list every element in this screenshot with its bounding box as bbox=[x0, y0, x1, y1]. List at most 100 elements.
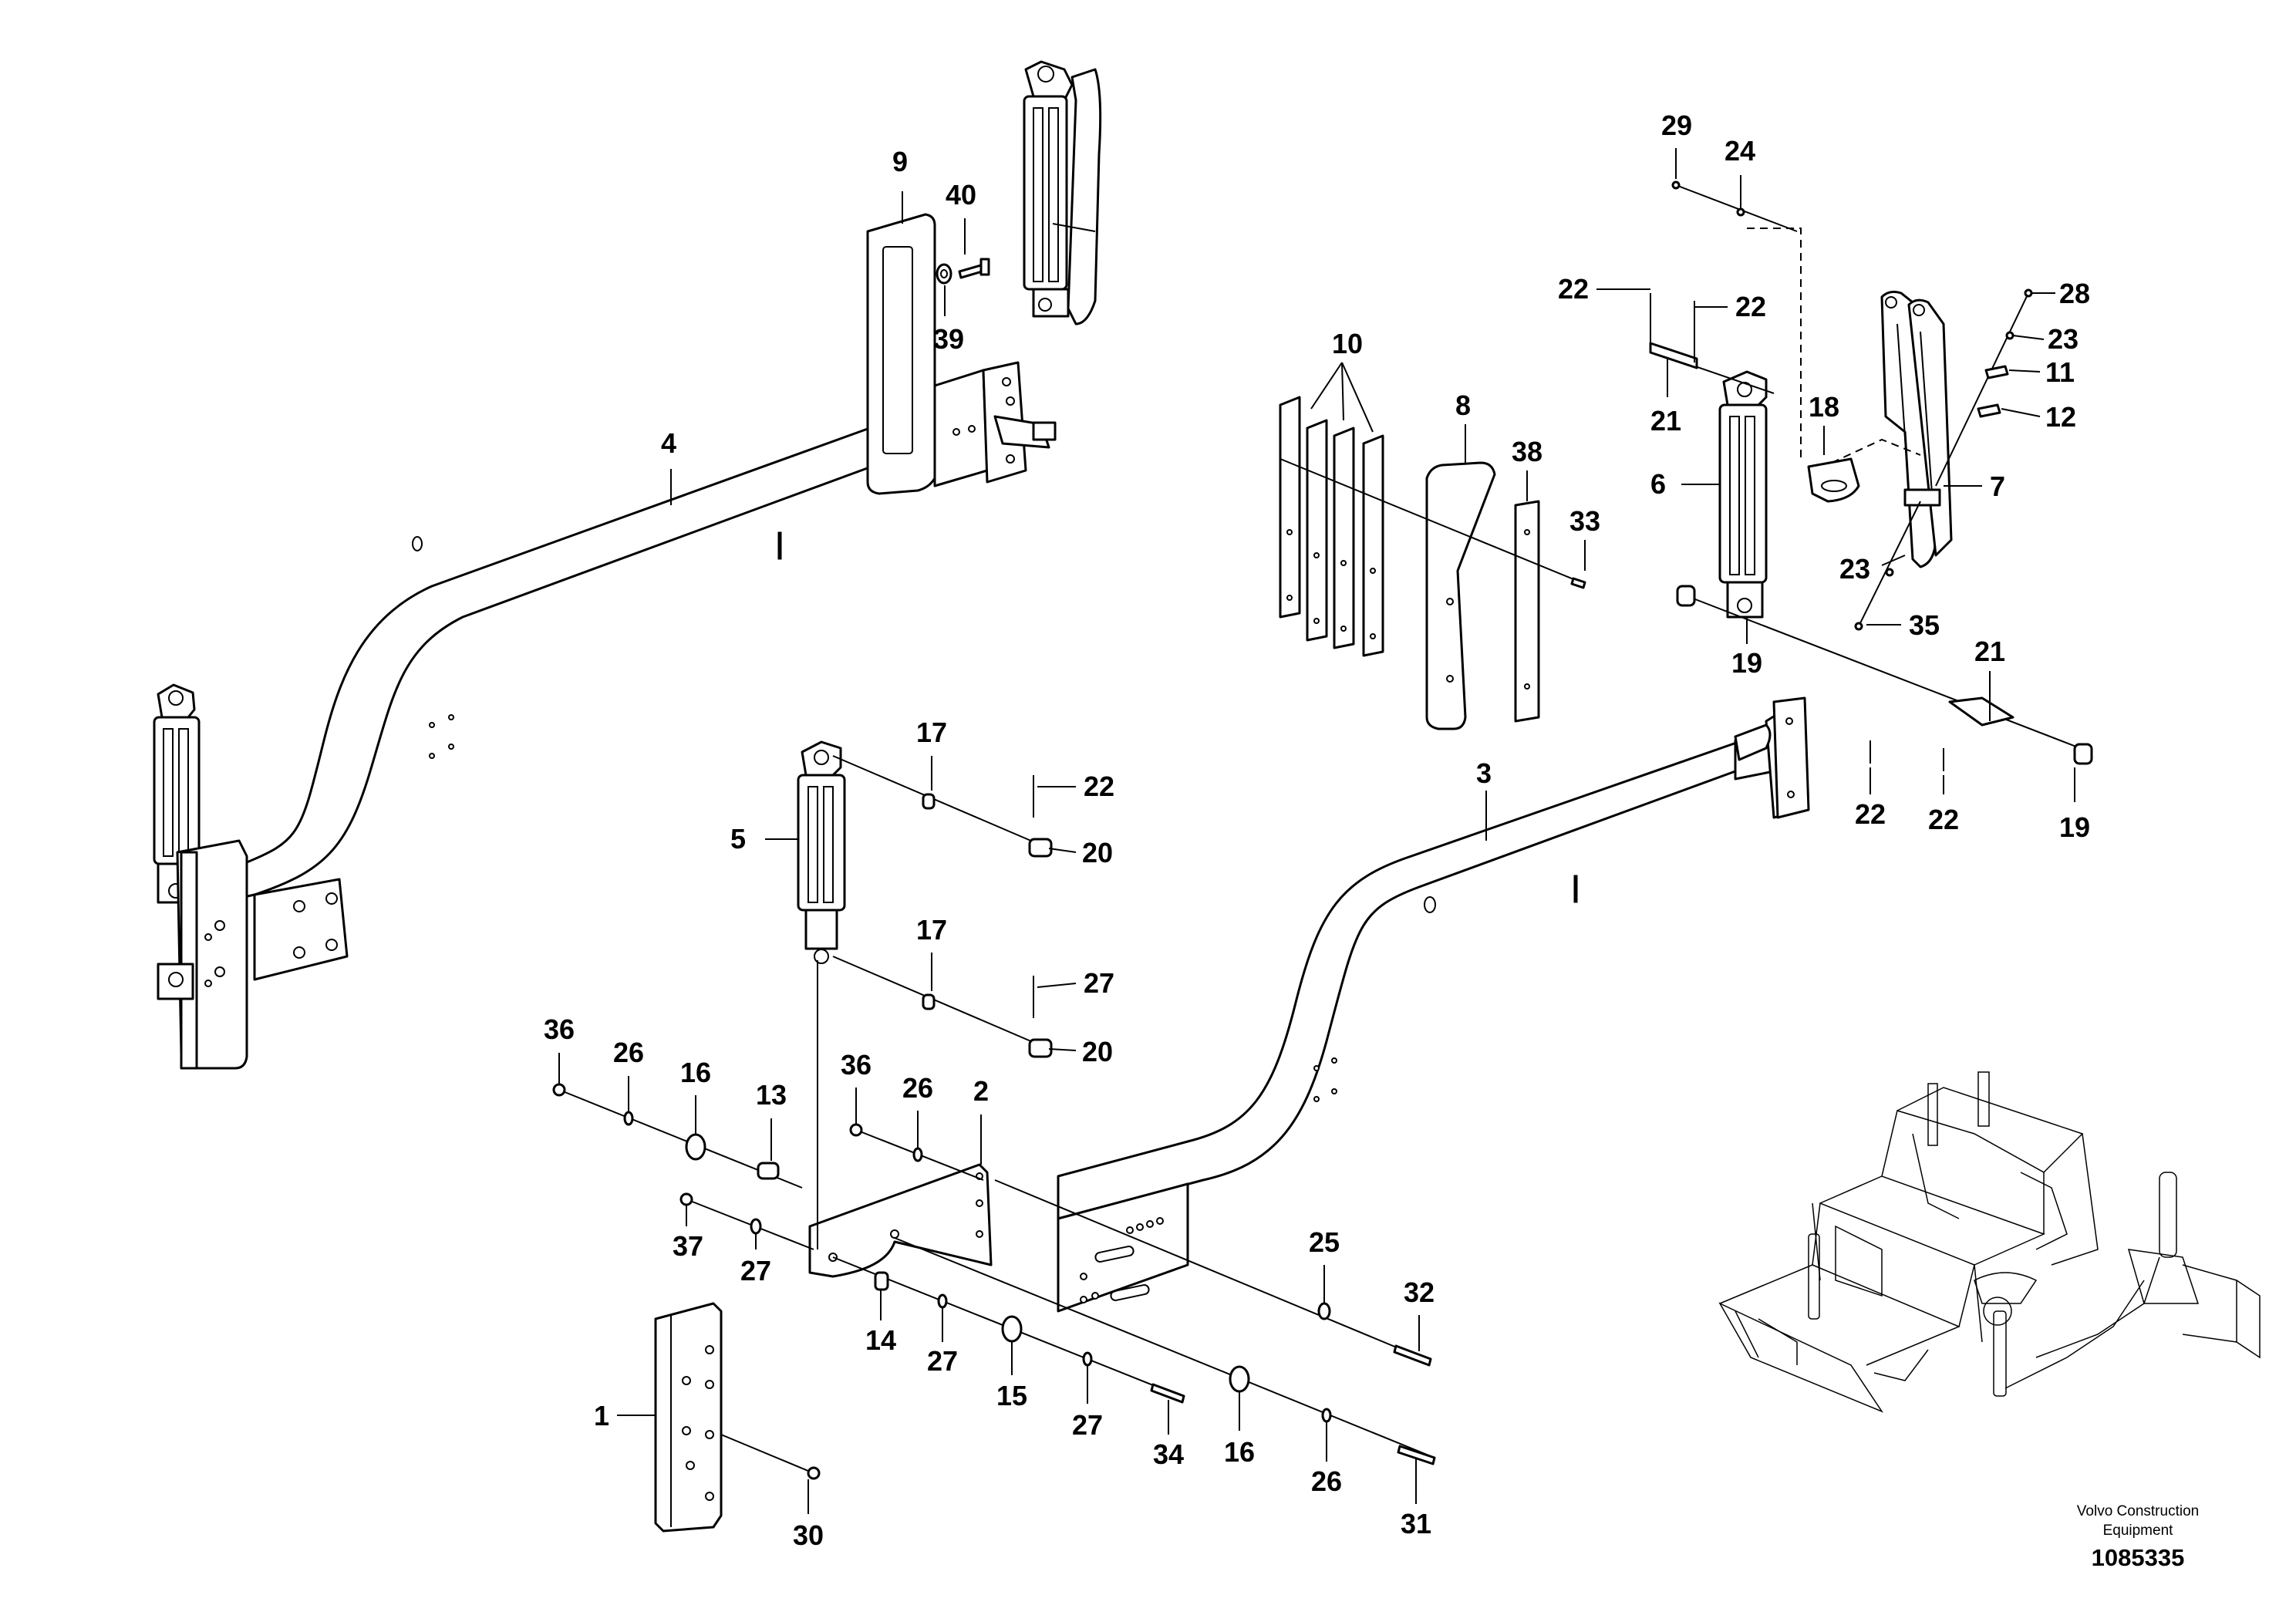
callout-8: 8 bbox=[1455, 389, 1471, 421]
nut-36-a[interactable] bbox=[552, 1083, 566, 1097]
mount-plate-right-end[interactable] bbox=[1734, 696, 1810, 819]
pin-20-lower[interactable] bbox=[1028, 1038, 1053, 1058]
callout-22-bot-right: 22 bbox=[1928, 804, 1959, 835]
callout-17-upper: 17 bbox=[916, 717, 947, 748]
callout-25: 25 bbox=[1309, 1226, 1340, 1258]
bolt-40[interactable] bbox=[958, 258, 990, 279]
callout-22-mid: 22 bbox=[1084, 771, 1114, 802]
bushing-16-a[interactable] bbox=[685, 1133, 706, 1161]
callout-24: 24 bbox=[1725, 135, 1755, 167]
callout-7: 7 bbox=[1990, 470, 2005, 502]
bolt-line-31 bbox=[894, 1237, 1435, 1458]
pin-24[interactable] bbox=[1736, 207, 1745, 217]
callout-37: 37 bbox=[673, 1230, 703, 1262]
callout-19-top: 19 bbox=[1731, 647, 1762, 679]
pin-23-lower[interactable] bbox=[1885, 568, 1894, 577]
callout-36-left: 36 bbox=[544, 1013, 575, 1045]
washer-27-c[interactable] bbox=[1082, 1351, 1093, 1367]
callout-15: 15 bbox=[996, 1380, 1027, 1411]
callout-11: 11 bbox=[2045, 356, 2075, 388]
pin-line-24-29 bbox=[1675, 184, 1798, 232]
callout-23-top: 23 bbox=[2048, 323, 2079, 355]
connector-plate-2[interactable] bbox=[808, 1163, 993, 1278]
washer-26-a[interactable] bbox=[623, 1111, 634, 1126]
pin-20-upper[interactable] bbox=[1028, 838, 1053, 858]
washer-17-lower[interactable] bbox=[922, 993, 936, 1010]
callout-26-bot: 26 bbox=[1311, 1465, 1342, 1497]
spring-12[interactable] bbox=[1977, 403, 2001, 418]
bolt-31[interactable] bbox=[1397, 1445, 1436, 1465]
callout-27-mid: 27 bbox=[1084, 967, 1114, 999]
washer-26-b[interactable] bbox=[912, 1147, 923, 1162]
bolt-32[interactable] bbox=[1393, 1344, 1432, 1367]
washer-25[interactable] bbox=[1317, 1302, 1331, 1320]
spring-11[interactable] bbox=[1984, 365, 2009, 379]
brand-line-1: Volvo Construction bbox=[2077, 1503, 2199, 1519]
spacer-13[interactable] bbox=[757, 1162, 780, 1180]
callout-16-top: 16 bbox=[680, 1057, 711, 1088]
callout-30: 30 bbox=[793, 1519, 824, 1551]
bushing-16-b[interactable] bbox=[1229, 1365, 1250, 1393]
callout-16-bot: 16 bbox=[1224, 1436, 1255, 1468]
nut-37[interactable] bbox=[679, 1192, 693, 1206]
footer: Volvo Construction Equipment 1085335 bbox=[2077, 1503, 2199, 1571]
washer-27-b[interactable] bbox=[937, 1293, 948, 1309]
callout-40: 40 bbox=[946, 179, 976, 211]
strip-38[interactable] bbox=[1514, 500, 1540, 723]
frame-beam-left[interactable] bbox=[184, 427, 873, 981]
side-plate-left[interactable] bbox=[157, 839, 248, 1070]
washer-39[interactable] bbox=[936, 263, 952, 285]
callout-33: 33 bbox=[1569, 505, 1600, 537]
hydraulic-cylinder-top[interactable] bbox=[1023, 60, 1102, 325]
pad-block-1[interactable] bbox=[654, 1302, 723, 1533]
hydraulic-cylinder-5[interactable] bbox=[797, 740, 846, 1249]
shim-plates-10[interactable] bbox=[1279, 396, 1384, 657]
mount-plate-upper-right[interactable] bbox=[933, 361, 1057, 487]
plate-8[interactable] bbox=[1425, 461, 1496, 730]
callout-38: 38 bbox=[1512, 436, 1542, 467]
nut-36-b[interactable] bbox=[849, 1123, 863, 1137]
bolt-30[interactable] bbox=[720, 1434, 821, 1480]
callout-20-upper: 20 bbox=[1082, 837, 1113, 868]
callout-36-mid: 36 bbox=[841, 1049, 872, 1081]
bushing-15[interactable] bbox=[1001, 1315, 1023, 1343]
callout-6: 6 bbox=[1650, 468, 1666, 500]
washer-17-upper[interactable] bbox=[922, 793, 936, 810]
washer-26-c[interactable] bbox=[1321, 1408, 1332, 1423]
bushing-19-upper[interactable] bbox=[1676, 585, 1696, 607]
callout-23-mid: 23 bbox=[1839, 553, 1870, 585]
callout-3: 3 bbox=[1476, 757, 1492, 789]
callout-20-lower: 20 bbox=[1082, 1036, 1113, 1067]
bolt-34[interactable] bbox=[1150, 1383, 1185, 1404]
bolt-33[interactable] bbox=[1279, 458, 1586, 589]
clip-18[interactable] bbox=[1807, 457, 1860, 503]
callout-39: 39 bbox=[933, 323, 964, 355]
hydraulic-cylinder-6[interactable] bbox=[1718, 370, 1768, 619]
washer-27-a[interactable] bbox=[750, 1218, 762, 1235]
callout-34: 34 bbox=[1153, 1438, 1184, 1470]
pin-line-upper-20 bbox=[832, 755, 1050, 849]
brand-line-2: Equipment bbox=[2103, 1523, 2174, 1539]
callout-4: 4 bbox=[661, 427, 676, 459]
callout-31: 31 bbox=[1401, 1508, 1431, 1539]
frame-beam-right[interactable] bbox=[1057, 731, 1775, 1313]
pin-23-upper[interactable] bbox=[2005, 331, 2014, 340]
bracket-pad-upper[interactable] bbox=[866, 213, 936, 495]
pin-29[interactable] bbox=[1671, 180, 1681, 190]
pin-line-28 bbox=[1935, 292, 2029, 487]
callout-17-lower: 17 bbox=[916, 914, 947, 946]
pin-21-lower[interactable] bbox=[1681, 593, 2091, 753]
lever-7[interactable] bbox=[1880, 290, 1953, 568]
callout-28: 28 bbox=[2059, 278, 2090, 309]
callout-27-c: 27 bbox=[1072, 1409, 1103, 1441]
pin-35[interactable] bbox=[1854, 622, 1863, 631]
leader-lines bbox=[558, 148, 2075, 1514]
pin-line-35 bbox=[1858, 501, 1921, 627]
spacer-14[interactable] bbox=[874, 1271, 889, 1291]
bushing-19-lower[interactable] bbox=[2073, 743, 2093, 765]
callout-26-left: 26 bbox=[613, 1037, 644, 1068]
callout-19-right: 19 bbox=[2059, 811, 2090, 843]
pin-28[interactable] bbox=[2024, 288, 2033, 298]
callout-32: 32 bbox=[1404, 1276, 1435, 1308]
